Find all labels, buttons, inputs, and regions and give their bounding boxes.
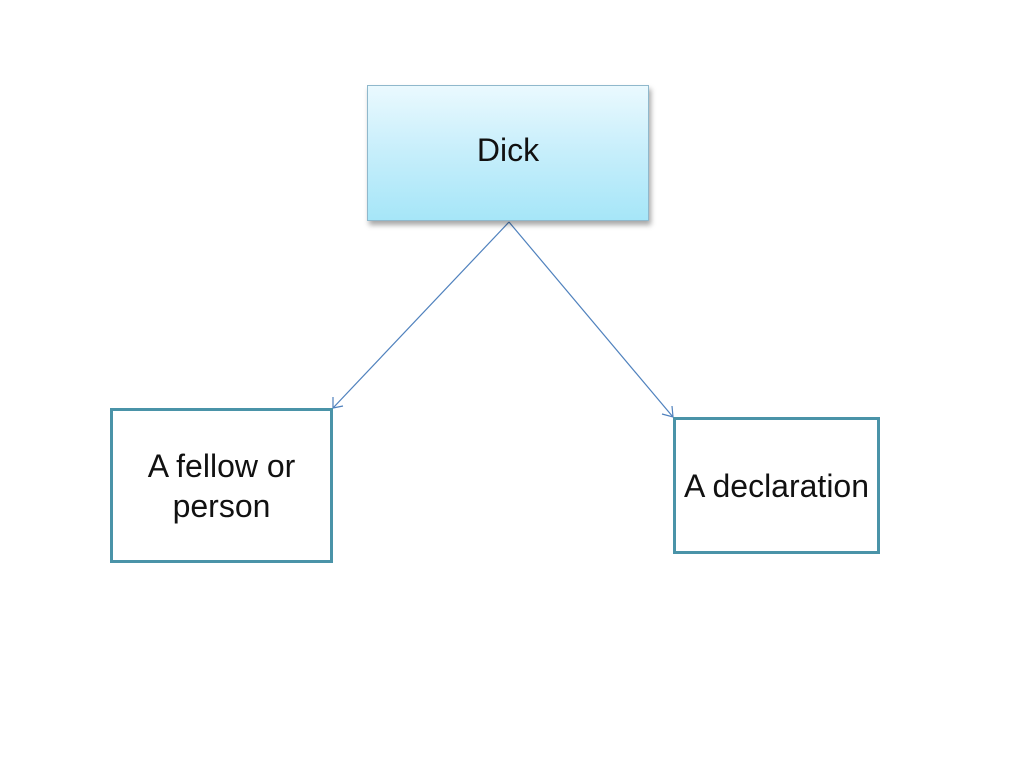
arrowhead-left	[332, 397, 344, 409]
root-node-label: Dick	[476, 132, 540, 168]
child-node-left-label: A fellow or person	[147, 447, 296, 524]
child-node-right-label: A declaration	[684, 467, 870, 504]
child-node-left: A fellow or person	[110, 408, 333, 563]
connector-root-to-left	[332, 221, 510, 409]
root-node: Dick	[367, 85, 649, 221]
connector-root-to-right	[508, 221, 674, 418]
child-node-right: A declaration	[673, 417, 880, 554]
